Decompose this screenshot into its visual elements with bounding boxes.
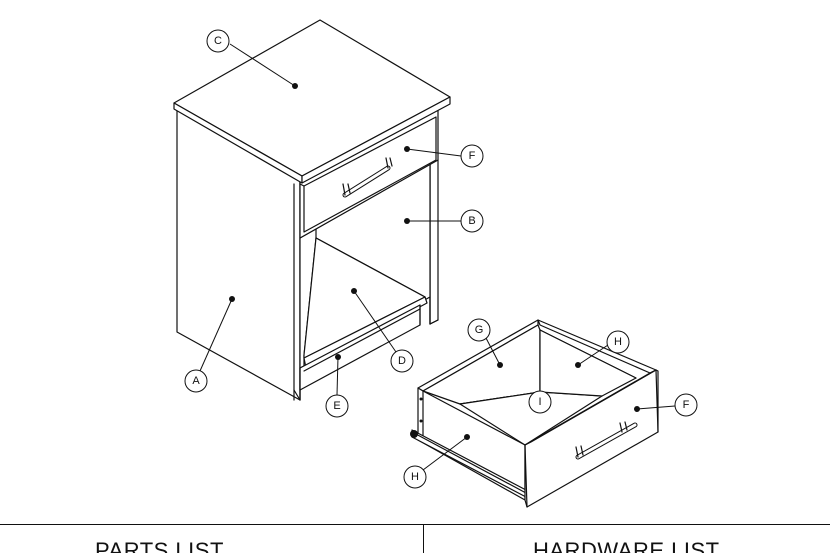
table-divider [423, 524, 424, 553]
callout-c-label: C [214, 35, 222, 47]
callout-g-label: G [475, 324, 484, 336]
callout-b-label: B [468, 215, 475, 227]
callouts: C F B A D [184, 29, 698, 489]
callout-f-top-label: F [469, 150, 476, 162]
callout-f-drawer-label: F [683, 399, 690, 411]
callout-d: D [351, 288, 414, 373]
side-panel-b [429, 159, 439, 325]
drawer-side-h-inner [539, 329, 637, 397]
callout-h-inner-label: H [614, 336, 622, 348]
callout-h-inner: H [575, 330, 630, 368]
hardware-list-heading: HARDWARE LIST [533, 538, 720, 553]
table-top-rule [0, 524, 830, 525]
top-panel-side-edge [301, 96, 451, 184]
callout-h-bottom: H [403, 434, 470, 489]
callout-f-drawer: F [634, 393, 698, 417]
parts-list-heading: PARTS LIST [95, 538, 224, 553]
drawer-front-f [303, 116, 437, 233]
callout-c: C [206, 29, 298, 89]
drawer-handle-front [575, 421, 638, 460]
callout-h-bottom-label: H [411, 471, 419, 483]
callout-a: A [184, 296, 235, 393]
callout-f-top: F [404, 144, 484, 168]
drawer-box [410, 319, 659, 508]
callout-e: E [325, 354, 349, 418]
callout-d-label: D [398, 355, 406, 367]
drawer-handle-top [342, 157, 393, 198]
callout-i-label: I [538, 396, 541, 408]
callout-g: G [467, 318, 503, 368]
callout-b: B [404, 209, 484, 233]
callout-i: I [528, 390, 552, 414]
nightstand-cabinet [173, 19, 451, 401]
callout-a-label: A [192, 375, 200, 387]
callout-e-label: E [333, 400, 340, 412]
